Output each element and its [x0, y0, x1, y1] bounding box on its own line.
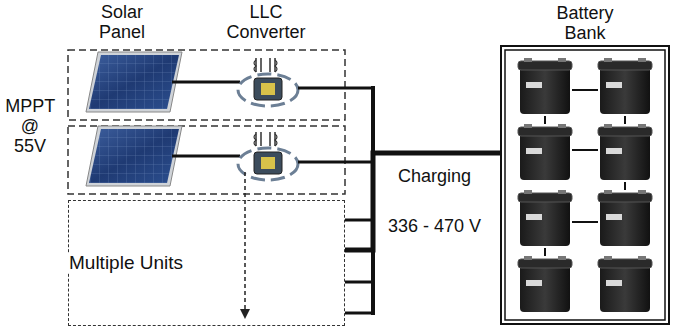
battery-logo: [606, 82, 622, 88]
wire: [298, 161, 373, 164]
battery-terminal: [524, 58, 532, 62]
battery: [598, 124, 652, 180]
edge-label: Charging: [398, 166, 471, 186]
more-units-arrow: [244, 172, 246, 318]
battery-bank-box: Battery Bank: [500, 45, 670, 325]
unit-illustration: [86, 52, 298, 112]
battery-lid: [598, 259, 652, 268]
battery-logo: [526, 214, 542, 220]
battery-terminal: [524, 190, 532, 194]
battery-lid: [518, 127, 572, 136]
unit-box: [68, 126, 345, 194]
battery-lid: [518, 259, 572, 268]
battery-link: [572, 149, 598, 151]
battery-logo: [526, 82, 542, 88]
battery-body: [520, 196, 570, 246]
battery-terminal: [604, 58, 612, 62]
battery: [598, 256, 652, 312]
battery-logo: [606, 148, 622, 154]
battery: [518, 58, 572, 114]
battery-logo: [606, 280, 622, 286]
wire: [298, 87, 373, 90]
battery-terminal: [604, 190, 612, 194]
battery-terminal: [638, 124, 646, 128]
battery-link: [572, 89, 598, 91]
battery-link: [624, 116, 626, 124]
battery-inner-border: [505, 50, 665, 320]
battery-group: [518, 58, 652, 312]
units-box: Multiple Units: [68, 200, 345, 326]
battery-terminal: [604, 124, 612, 128]
battery-lid: [598, 61, 652, 70]
battery-logo: [526, 280, 542, 286]
battery-body: [520, 64, 570, 114]
battery-body: [600, 196, 650, 246]
battery-body: [520, 130, 570, 180]
battery-lid: [518, 61, 572, 70]
battery: [518, 124, 572, 180]
battery-lid: [598, 127, 652, 136]
battery-body: [600, 262, 650, 312]
battery-link: [572, 221, 598, 223]
battery-terminal: [558, 256, 566, 260]
unit-illustration: [86, 126, 298, 186]
charging-line: [345, 153, 500, 250]
unit-box: [68, 50, 345, 120]
column-heading: LLC Converter: [226, 2, 305, 42]
wire: [345, 219, 373, 222]
column-heading: Solar Panel: [99, 2, 145, 42]
battery: [598, 58, 652, 114]
battery: [518, 190, 572, 246]
battery-body: [520, 262, 570, 312]
battery-terminal: [638, 256, 646, 260]
battery-lid: [518, 193, 572, 202]
battery-terminal: [638, 58, 646, 62]
wire: [345, 281, 373, 284]
battery-body: [600, 130, 650, 180]
battery-terminal: [558, 124, 566, 128]
mppt-note: MPPT @ 55V: [5, 96, 55, 156]
battery-terminal: [558, 58, 566, 62]
battery-link: [624, 182, 626, 190]
battery-link: [544, 116, 546, 124]
wire: [345, 312, 373, 315]
battery-terminal: [604, 256, 612, 260]
battery-body: [600, 64, 650, 114]
node-label: Battery Bank: [556, 3, 613, 43]
battery-lid: [598, 193, 652, 202]
battery: [598, 190, 652, 246]
battery-terminal: [638, 190, 646, 194]
battery-terminal: [524, 256, 532, 260]
battery-terminal: [558, 190, 566, 194]
voltage-range: 336 - 470 V: [388, 216, 481, 236]
battery-logo: [606, 214, 622, 220]
battery-terminal: [524, 124, 532, 128]
battery-link: [544, 248, 546, 256]
battery: [518, 256, 572, 312]
node-label: Multiple Units: [66, 253, 186, 273]
battery-logo: [526, 148, 542, 154]
